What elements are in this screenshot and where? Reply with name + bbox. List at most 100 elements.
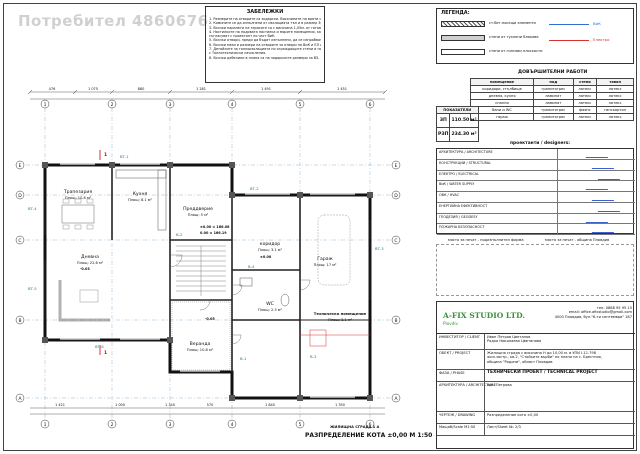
grid-col-label: 5	[299, 102, 302, 108]
dimension-text-top: 1 075	[88, 87, 98, 91]
grid-bubble	[391, 190, 401, 200]
grid-col-label: 4	[231, 102, 234, 108]
studio-city: Plovdiv	[443, 321, 459, 326]
kitchen-counter	[115, 169, 167, 179]
grid-bubble	[295, 419, 305, 429]
dimension-tick	[167, 89, 173, 95]
grid-row-label: C	[394, 238, 397, 244]
grid-bubble	[15, 190, 25, 200]
plan-linework	[15, 89, 401, 429]
note-line: съгласуват с проектант по част ВиК.	[209, 34, 276, 39]
section-label: 1	[104, 350, 107, 356]
window-tag: ВТ-1	[120, 154, 129, 159]
window-tag: В-1	[240, 356, 247, 361]
grid-row-label: D	[394, 193, 398, 199]
drawing-caption: РАЗПРЕДЕЛЕНИЕ КОТА ±0,00 М 1:50	[305, 432, 433, 439]
designer-divider	[557, 192, 558, 202]
title-block-label: АРХИТЕКТУРА / ARCHITECTURE	[439, 383, 496, 387]
room-area: Площ: 2.3 м²	[258, 308, 283, 312]
grid-bubble	[107, 99, 117, 109]
door-swing	[299, 279, 311, 291]
title-block-divider	[484, 334, 485, 349]
watermark: Потребител 4860676	[18, 12, 209, 30]
concrete-column	[367, 395, 373, 401]
grid-col-label: 3	[169, 102, 172, 108]
title-block-divider	[484, 424, 485, 435]
coffee-table	[79, 289, 99, 303]
car-outline	[317, 214, 351, 286]
room-area: Площ: 3.1 м²	[328, 318, 353, 322]
grid-bubble	[295, 99, 305, 109]
grid-bubble	[391, 160, 401, 170]
title-block-value-line: арх. Петрова	[487, 383, 512, 387]
title-block-label: ОБЕКТ / PROJECT	[439, 351, 471, 355]
legend-item-concrete: ст.бет.носещи елементи	[489, 21, 536, 25]
grid-row-label: B	[18, 318, 21, 324]
legend-tag-electro: Електро	[593, 37, 610, 42]
finishes-cell: гранитогрес	[533, 113, 574, 121]
dimension-text-top: 880	[138, 87, 145, 91]
grid-bubble	[227, 99, 237, 109]
legend-swatch-concrete	[441, 21, 485, 27]
designer-divider	[557, 202, 558, 213]
designer-row: АРХИТЕКТУРА / ARCHITECTURE	[437, 149, 635, 160]
dimension-text-bottom: 1 000	[115, 403, 125, 407]
studio-contact-line: 4000 Пловдив, бул."6-ти септември" 187	[554, 314, 632, 319]
legend-box: ЛЕГЕНДА: ст.бет.носещи елементи стени от…	[436, 8, 634, 64]
designer-discipline: ВиК / WATER SUPPLY	[439, 182, 475, 187]
level-mark: ±0.00	[260, 255, 272, 259]
window-tag: В-4	[248, 264, 255, 269]
dimension-text-bottom: 1 840	[265, 403, 275, 407]
room-name: Гараж	[317, 256, 333, 262]
grid-col-label: 2	[111, 102, 114, 108]
dimension-text-top: 1 451	[337, 87, 347, 91]
title-block-value-line: Иван Петров Цветанов	[487, 335, 531, 339]
grid-row-label: C	[18, 238, 21, 244]
room-area: Площ: 10.8 м²	[65, 196, 92, 200]
chair	[74, 198, 82, 204]
indicator-cell: РЗП	[435, 127, 451, 142]
studio-header: A-FIX STUDIO LTD. Plovdiv тел: 0888 95 9…	[437, 302, 635, 334]
room-area: Площ: 5 м²	[188, 213, 209, 217]
concrete-column	[167, 162, 173, 168]
concrete-column	[42, 162, 48, 168]
grid-bubble	[391, 393, 401, 403]
room-name: Веранда	[190, 341, 211, 347]
grid-bubble	[15, 393, 25, 403]
dimension-tick	[382, 89, 388, 95]
title-block-row: ОБЕКТ / PROJECT Жилищна сграда с височина…	[437, 350, 635, 370]
concrete-column	[229, 162, 235, 168]
legend-line-vik	[549, 24, 589, 25]
grid-bubble	[15, 235, 25, 245]
grid-row-label: E	[19, 163, 22, 169]
dimension-text-top: 1 491	[261, 87, 271, 91]
designer-discipline: КОНСТРУКЦИИ / STRUCTURAL	[439, 160, 491, 165]
title-block-label: ЧЕРТЕЖ / DRAWING	[439, 413, 476, 417]
dimension-tick	[72, 89, 78, 95]
grid-bubble	[40, 99, 50, 109]
note-line: 4. Настилките на подовата настилка и мяр…	[209, 29, 321, 34]
concrete-column	[297, 192, 303, 198]
grid-col-label: 1	[44, 422, 47, 428]
level-mark: 0.00 = 166.19	[200, 231, 227, 235]
concrete-column	[297, 395, 303, 401]
room-name: Техническо помещение	[314, 311, 367, 316]
grid-col-label: 1	[44, 102, 47, 108]
grid-row-label: B	[394, 318, 397, 324]
notes-box: ЗАБЕЛЕЖКИ 1. Размерите на отворите са зи…	[205, 6, 325, 83]
note-line: 5. Всички отвори, преди да бъдат изпълне…	[209, 38, 321, 43]
title-block-value-line: Жилищна сграда с височина Н до 10,00 м. …	[487, 351, 597, 355]
exterior-wall	[43, 163, 372, 400]
title-block-value: ТЕХНИЧЕСКИ ПРОЕКТ / TECHNICAL PROJECT	[487, 370, 598, 375]
title-block-value-line: Радка Николаева Цветанова	[487, 339, 542, 344]
grid-bubble	[365, 419, 375, 429]
grid-bubble	[165, 99, 175, 109]
grid-bubble	[15, 315, 25, 325]
note-line: 2. Комините се да изпълнени от изолацият…	[209, 21, 321, 26]
